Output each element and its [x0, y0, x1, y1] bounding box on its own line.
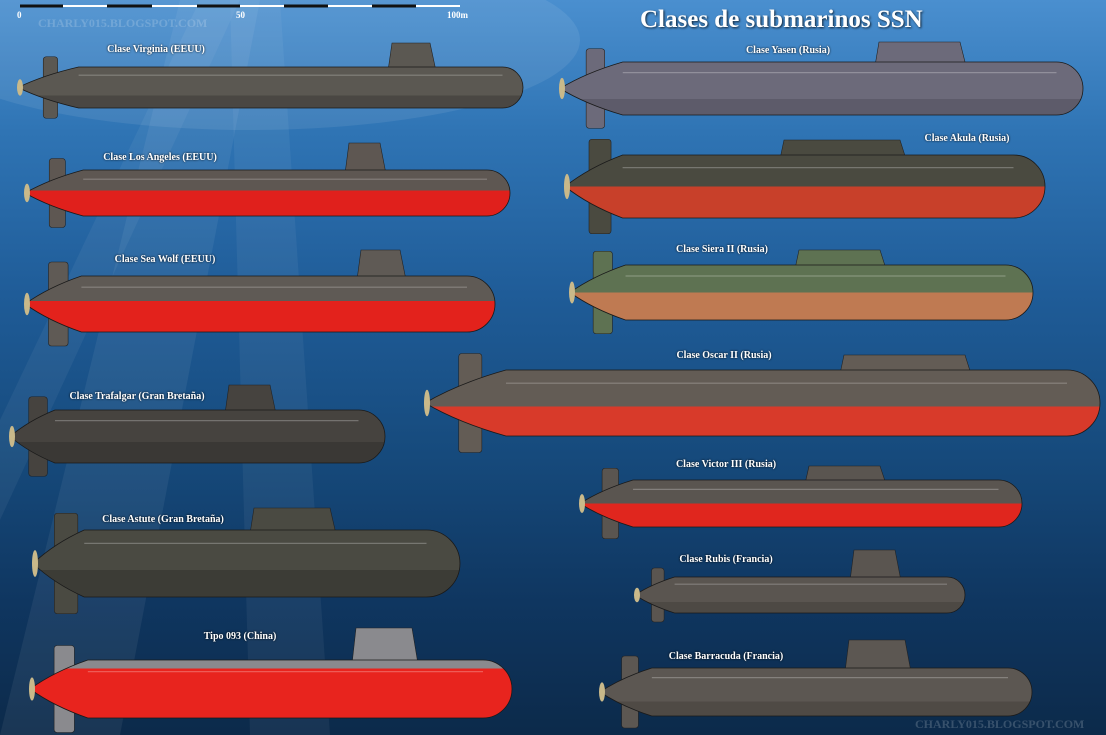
submarine-9 [569, 249, 1034, 335]
propeller [29, 677, 35, 701]
scale-tick-50: 50 [236, 10, 245, 20]
submarine-12 [634, 549, 966, 623]
hull [579, 479, 1023, 528]
label-rubis: Clase Rubis (Francia) [679, 554, 773, 565]
hull [564, 154, 1046, 219]
propeller [569, 281, 575, 304]
hull [569, 264, 1034, 321]
submarine-10 [424, 353, 1101, 453]
hull [599, 667, 1033, 717]
label-los-angeles: Clase Los Angeles (EEUU) [103, 152, 217, 163]
label-siera-ii: Clase Siera II (Rusia) [676, 244, 768, 255]
hull [634, 576, 966, 614]
scale-tick-0: 0 [17, 10, 22, 20]
sail [844, 639, 912, 673]
propeller [24, 292, 30, 316]
hull [9, 409, 386, 464]
label-astute: Clase Astute (Gran Bretaña) [102, 514, 224, 525]
submarine-8 [564, 138, 1046, 235]
page-title: Clases de submarinos SSN [640, 6, 923, 33]
hull [32, 529, 461, 598]
watermark-bottom: CHARLY015.BLOGSPOT.COM [915, 717, 1085, 731]
propeller [24, 183, 30, 203]
label-oscar-ii: Clase Oscar II (Rusia) [676, 350, 772, 361]
label-tipo-093: Tipo 093 (China) [203, 631, 277, 642]
sail [351, 627, 419, 665]
submarine-1 [17, 42, 524, 119]
submarine-5 [32, 507, 461, 615]
propeller [9, 425, 15, 448]
label-trafalgar: Clase Trafalgar (Gran Bretaña) [69, 391, 205, 402]
hull [24, 169, 511, 217]
hull [559, 61, 1084, 116]
label-victor-iii: Clase Victor III (Rusia) [675, 459, 777, 470]
submarine-7 [559, 41, 1084, 129]
hull [424, 369, 1101, 437]
sail [356, 249, 407, 281]
sail [849, 549, 902, 582]
sail [344, 142, 387, 175]
propeller [599, 682, 605, 702]
submarine-6 [29, 627, 513, 733]
label-virginia: Clase Virginia (EEUU) [107, 44, 205, 55]
propeller [634, 587, 640, 603]
propeller [424, 389, 430, 417]
propeller [32, 550, 38, 577]
submarine-3 [24, 249, 496, 347]
propeller [559, 77, 565, 100]
label-yasen: Clase Yasen (Rusia) [745, 45, 831, 56]
hull [29, 659, 513, 719]
watermark-top: CHARLY015.BLOGSPOT.COM [38, 16, 208, 30]
label-akula: Clase Akula (Rusia) [924, 133, 1010, 144]
submarine-2 [24, 142, 511, 228]
label-barracuda: Clase Barracuda (Francia) [668, 651, 784, 662]
propeller [579, 494, 585, 513]
label-sea-wolf: Clase Sea Wolf (EEUU) [114, 254, 216, 265]
submarine-4 [9, 384, 386, 477]
submarine-13 [599, 639, 1033, 729]
propeller [17, 79, 23, 96]
scale-tick-100: 100m [447, 10, 468, 20]
submarine-11 [579, 465, 1023, 540]
hull [17, 66, 524, 109]
propeller [564, 173, 570, 200]
hull [24, 275, 496, 333]
